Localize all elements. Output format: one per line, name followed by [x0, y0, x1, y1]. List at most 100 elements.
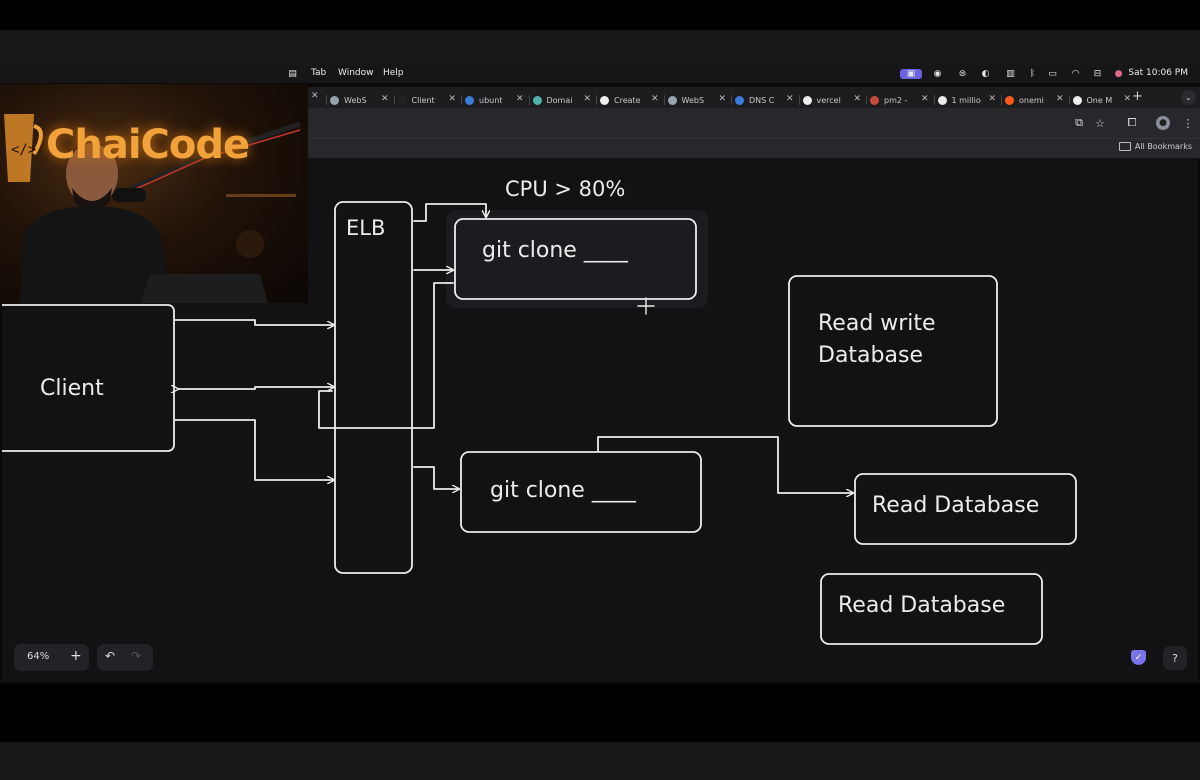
browser-tab[interactable]: WebS✕	[330, 91, 392, 109]
tab-close-icon[interactable]: ✕	[311, 91, 319, 101]
server-top-label: git clone ____	[482, 238, 629, 263]
browser-tab[interactable]: vercel ✕	[802, 91, 865, 109]
bluetooth-icon[interactable]: ᛒ	[1029, 69, 1036, 79]
browser-tab-label: vercel	[816, 95, 841, 105]
google-icon	[937, 95, 947, 105]
user-menu-icon[interactable]: ●	[1114, 69, 1123, 79]
browser-tab[interactable]: onemi✕	[1005, 91, 1067, 109]
github-icon	[397, 95, 407, 105]
read-database-node-2	[820, 573, 1043, 645]
loading-icon	[465, 95, 474, 105]
folder-icon	[1118, 142, 1131, 151]
tab-separator	[1001, 95, 1002, 105]
creative-cloud-icon[interactable]: ◉	[933, 69, 942, 79]
tab-separator	[933, 95, 935, 105]
webcam-brand-text: ChaiCode	[46, 122, 250, 168]
media-icon[interactable]: ◐	[981, 69, 990, 79]
profile-avatar-icon[interactable]: ●	[1156, 116, 1170, 130]
tab-close-icon[interactable]: ✕	[853, 94, 861, 104]
tab-close-icon[interactable]: ✕	[1055, 94, 1064, 104]
bottom-letterbox	[0, 684, 1200, 742]
browser-tab[interactable]: Create✕	[600, 91, 662, 109]
rw-db-label-line2: Database	[818, 343, 923, 368]
tab-close-icon[interactable]: ✕	[920, 94, 929, 104]
tab-close-icon[interactable]: ✕	[988, 94, 996, 104]
domain-icon	[532, 95, 542, 105]
undo-icon[interactable]: ↶	[105, 649, 116, 663]
extensions-icon[interactable]: ⧠	[1127, 116, 1137, 129]
control-center-icon[interactable]: ⊟	[1093, 69, 1102, 79]
tab-close-icon[interactable]: ✕	[515, 94, 524, 104]
browser-tab[interactable]: Domai✕	[532, 91, 595, 109]
tab-close-icon[interactable]: ✕	[785, 94, 794, 104]
control-icon[interactable]: ▥	[1006, 69, 1015, 79]
browser-tab[interactable]: 1 millio✕	[937, 91, 1000, 109]
browser-tab-label: pm2 -	[884, 95, 908, 105]
redo-icon[interactable]: ↷	[131, 649, 142, 663]
tab-close-icon[interactable]: ✕	[583, 94, 591, 104]
menu-window[interactable]: Window	[338, 68, 374, 78]
bookmark-star-icon[interactable]: ☆	[1095, 116, 1105, 130]
tab-close-icon[interactable]: ✕	[650, 94, 659, 104]
tab-separator	[798, 95, 800, 105]
macos-menubar: ▤ Tab Window Help ▣ ◉ ⊜ ◐ ▥ ᛒ ▭ ◠ ⊟ ● Sa…	[0, 66, 1200, 83]
tab-close-icon[interactable]: ✕	[718, 94, 726, 104]
shield-icon[interactable]: ✓	[1131, 650, 1146, 665]
browser-tab-label: Client	[411, 95, 435, 105]
tab-close-icon[interactable]: ✕	[380, 94, 389, 104]
browser-tab-label: ubunt	[479, 95, 503, 105]
menu-help[interactable]: Help	[383, 68, 404, 78]
browser-menu-icon[interactable]: ⋮	[1182, 116, 1194, 130]
arrow-server-read-db	[597, 436, 853, 493]
rw-database-node	[788, 275, 998, 427]
browser-tab[interactable]: DNS C✕	[735, 91, 797, 109]
cpu-label: CPU > 80%	[505, 177, 625, 201]
client-label: Client	[40, 376, 104, 401]
arrow-elb-server-bottom	[413, 466, 459, 489]
arrow-client-elb-2	[178, 387, 334, 389]
browser-tab-label: WebS	[681, 95, 705, 105]
tab-separator	[326, 95, 327, 105]
check-icon	[1072, 95, 1082, 105]
screen-record-icon[interactable]: ▣	[900, 69, 922, 79]
tab-separator	[528, 95, 530, 105]
tab-separator	[731, 95, 732, 105]
zoom-control: 64% +	[14, 644, 89, 671]
system-diagram: CPU > 80% ELB Client git clone ____ git …	[2, 177, 1077, 645]
menu-app-icon[interactable]: ⊜	[958, 69, 967, 79]
npm-icon	[870, 95, 879, 105]
all-bookmarks-label: All Bookmarks	[1134, 142, 1192, 151]
cast-icon[interactable]: ⧉	[1075, 116, 1083, 129]
tab-close-icon[interactable]: ✕	[448, 94, 456, 104]
elb-label: ELB	[346, 216, 385, 240]
all-bookmarks-button[interactable]: All Bookmarks	[1118, 142, 1192, 151]
crosshair-cursor	[637, 297, 655, 315]
browser-tab[interactable]: One M ✕	[1072, 91, 1135, 109]
menu-tab[interactable]: Tab	[311, 68, 327, 78]
rw-db-label-line1: Read write	[818, 311, 936, 336]
browser-tab[interactable]: Client ✕	[397, 91, 460, 109]
menubar-clock: Sat 10:06 PM	[1128, 68, 1188, 78]
vercel-icon	[600, 95, 609, 105]
zoom-level[interactable]: 64%	[27, 651, 50, 662]
globe-icon	[667, 95, 677, 105]
webcam-scene: </>	[4, 114, 301, 303]
help-button[interactable]: ?	[1163, 646, 1187, 670]
wifi-icon[interactable]: ◠	[1071, 69, 1080, 79]
tab-separator	[596, 95, 597, 105]
bookmarks-bar: All Bookmarks	[308, 138, 1200, 158]
browser-tab[interactable]: ubunt ✕	[465, 91, 527, 109]
browser-tab-label: One M	[1086, 95, 1113, 105]
browser-tab[interactable]: pm2 - ✕	[870, 91, 932, 109]
undo-redo-control: ↶ ↷	[97, 644, 153, 671]
sidebar-icon[interactable]: ▤	[288, 69, 297, 79]
new-tab-button[interactable]: +	[1132, 89, 1143, 104]
tab-close-icon[interactable]: ✕	[1123, 94, 1131, 104]
tab-separator	[663, 95, 665, 105]
zoom-in-button[interactable]: +	[70, 648, 82, 664]
browser-tab[interactable]: WebS ✕	[667, 91, 730, 109]
browser-tab-strip: ✕	[308, 87, 1200, 108]
top-letterbox	[0, 0, 1200, 30]
display-icon[interactable]: ▭	[1048, 69, 1057, 79]
tab-search-chevron-icon[interactable]: ⌄	[1181, 90, 1196, 105]
